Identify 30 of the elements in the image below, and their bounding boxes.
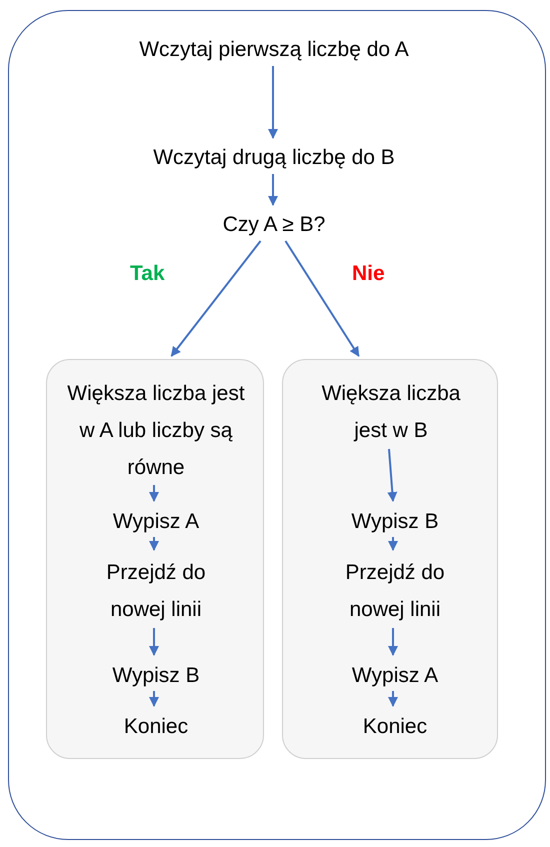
step-text: Większa liczba jest w A lub liczby są równe — [66, 380, 246, 480]
step-text: Wczytaj pierwszą liczbę do A — [139, 36, 409, 62]
edge-label: Nie — [352, 261, 385, 287]
edge-label: Tak — [130, 261, 165, 287]
branch-panel — [282, 359, 498, 759]
arrow — [170, 240, 262, 357]
arrow — [268, 174, 278, 206]
arrow — [284, 240, 360, 357]
step-text: Przejdź do nowej linii — [344, 560, 446, 623]
arrow — [268, 66, 278, 139]
step-text: Wypisz A — [352, 662, 438, 688]
step-text: Wczytaj drugą liczbę do B — [153, 144, 395, 170]
branch-panel — [46, 359, 264, 759]
step-text: Czy A ≥ B? — [222, 212, 326, 238]
step-text: Koniec — [124, 714, 188, 740]
step-text: Koniec — [362, 714, 428, 740]
arrow — [388, 691, 398, 707]
arrow — [149, 628, 159, 656]
step-text: Wypisz A — [112, 508, 200, 534]
step-text: Wypisz B — [112, 662, 200, 688]
arrow — [149, 537, 159, 551]
step-text: Przejdź do nowej linii — [105, 560, 207, 623]
outer-frame — [8, 10, 546, 840]
arrow — [149, 691, 159, 707]
arrow — [388, 628, 398, 656]
arrow — [387, 448, 398, 502]
arrow — [388, 537, 398, 551]
arrow — [149, 485, 159, 502]
step-text: Wypisz B — [351, 508, 439, 534]
step-text: Większa liczba jest w B — [320, 381, 462, 444]
